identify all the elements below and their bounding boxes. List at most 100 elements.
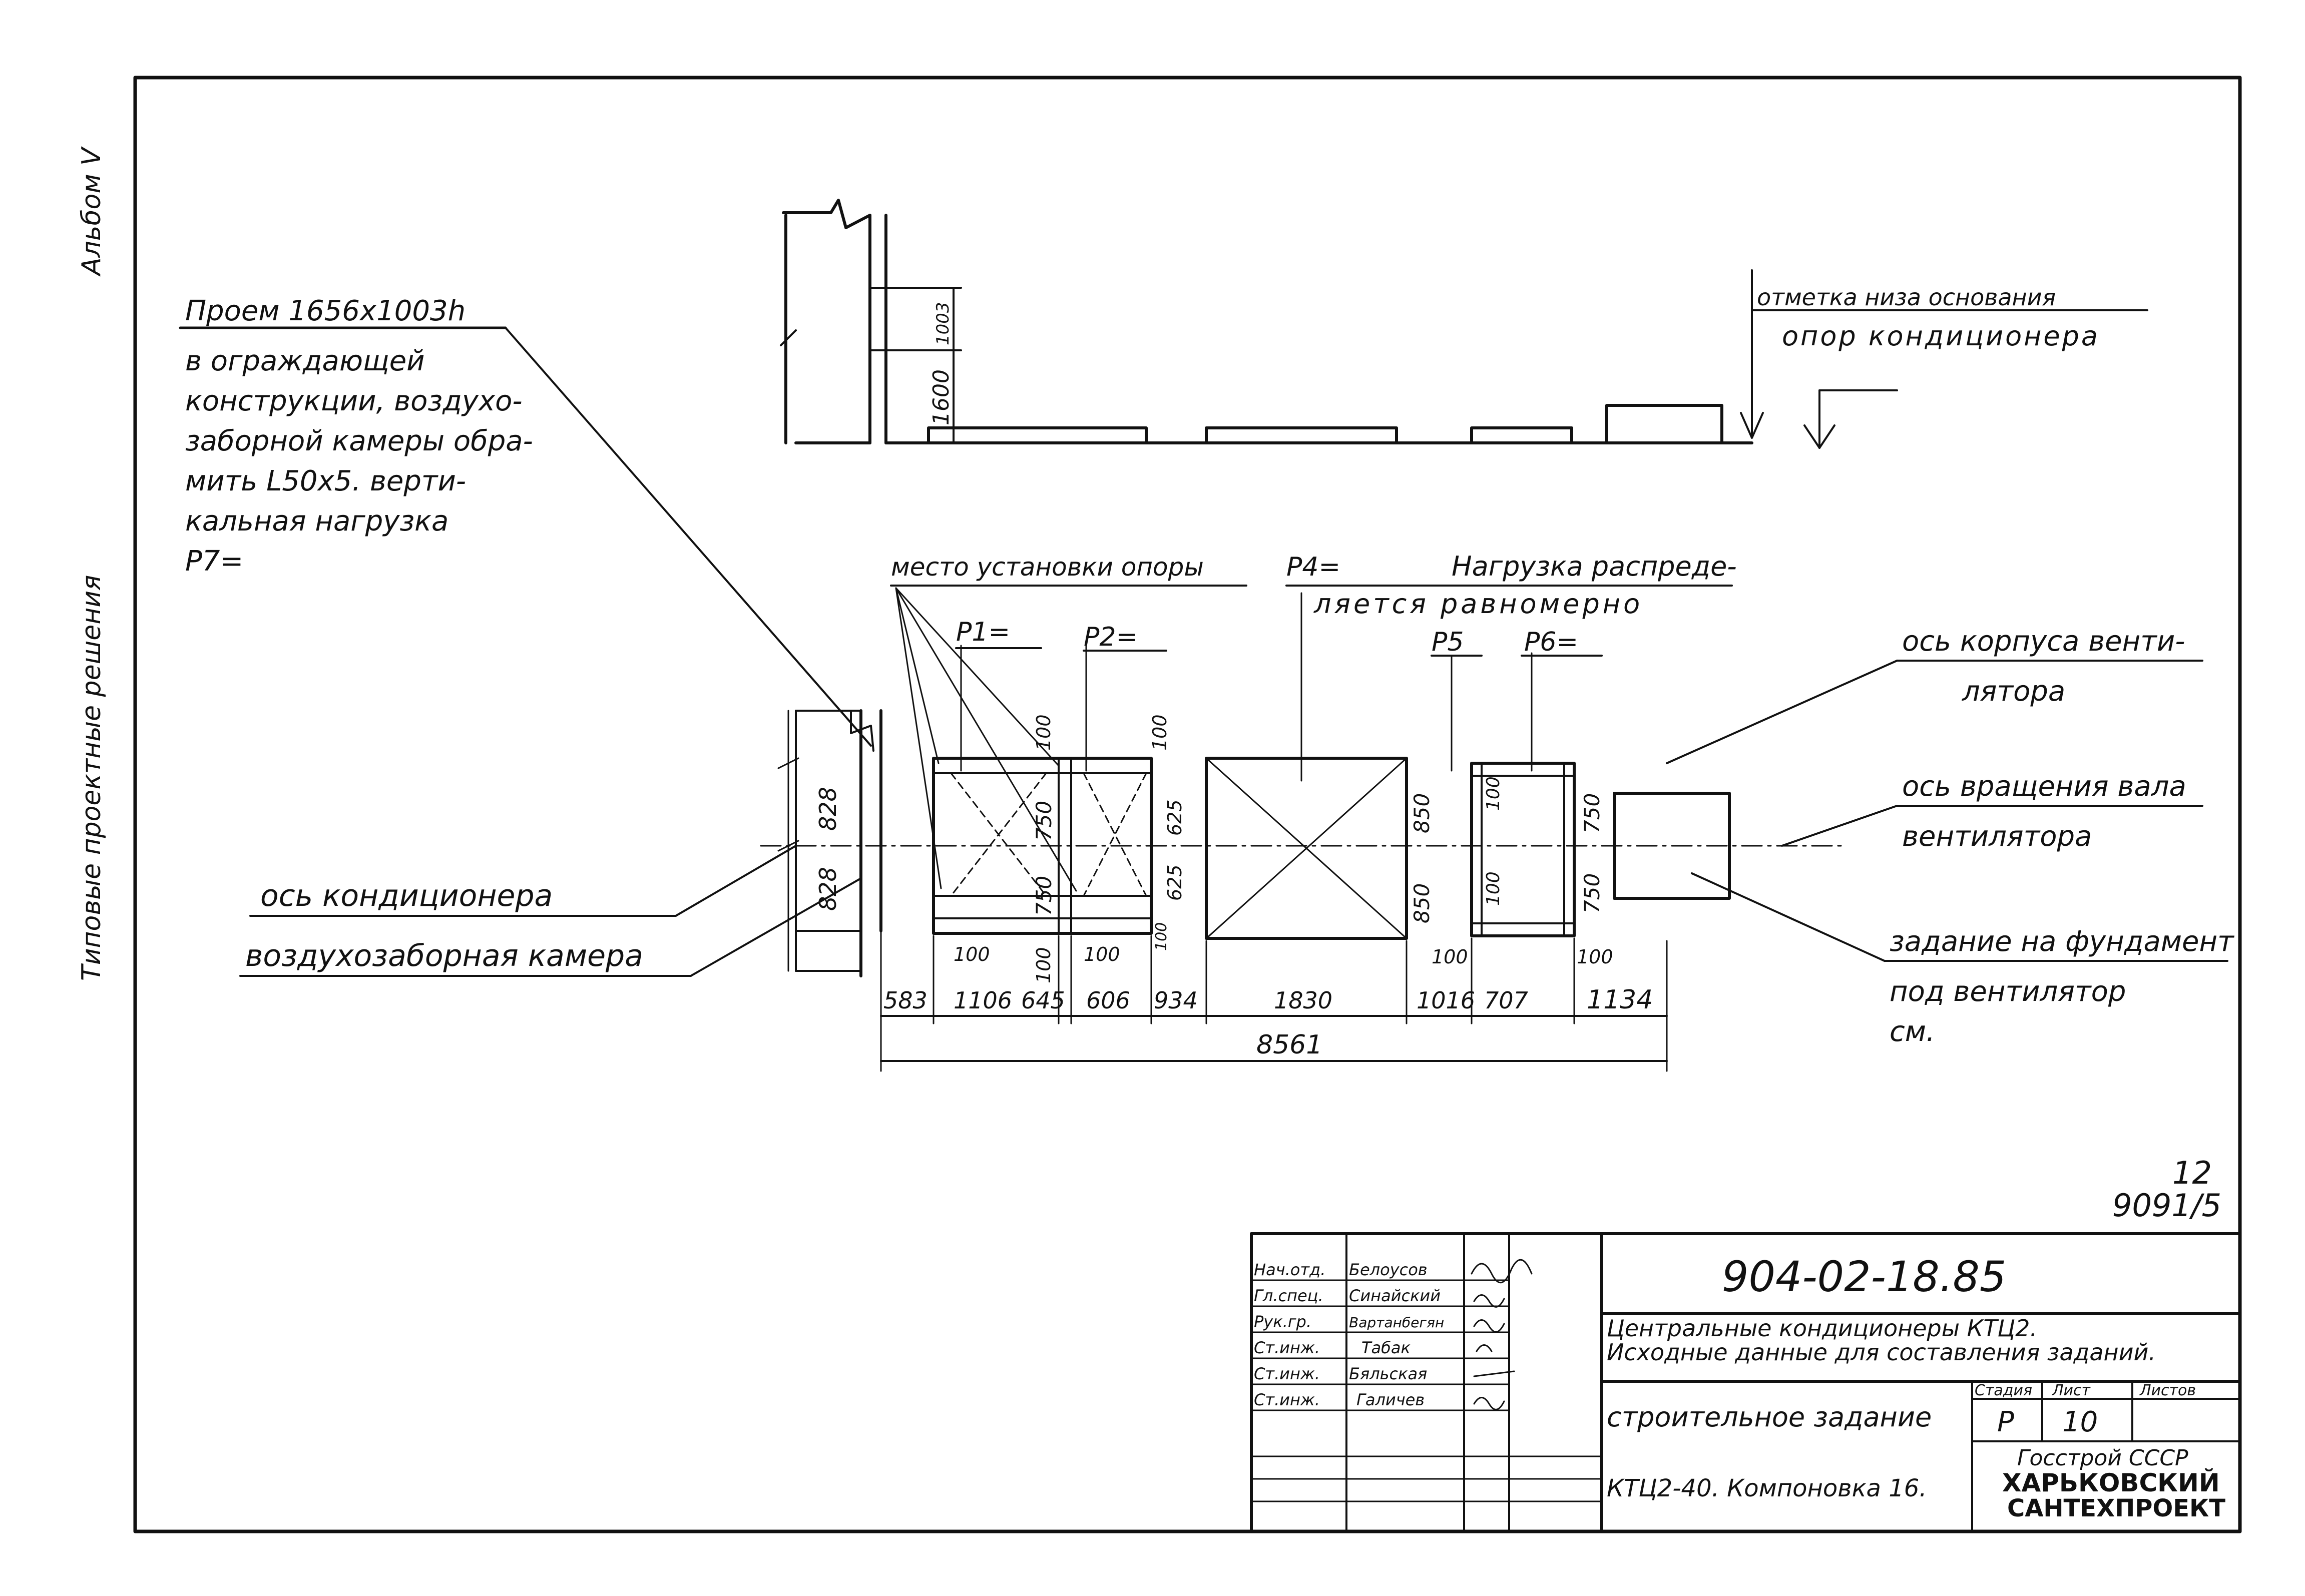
title-line2: Исходные данные для составления заданий.: [1607, 1339, 2156, 1366]
dim-100-c: 100: [954, 943, 990, 965]
shaft-axis-line1: ось вращения вала: [1902, 770, 2186, 803]
dim-100-g: 100: [1483, 776, 1504, 811]
shaft-axis-line2: вентилятора: [1902, 820, 2092, 853]
opening-note-line6: кальная нагрузка: [185, 505, 448, 538]
stage-header: Стадия: [1975, 1382, 2032, 1399]
dim-1003: 1003: [933, 302, 953, 345]
org-line2: ХАРЬКОВСКИЙ: [2002, 1468, 2220, 1497]
dim-750-d: 750: [1580, 873, 1604, 913]
dim-625-b: 625: [1164, 864, 1186, 901]
p5-label: P5: [1432, 627, 1464, 657]
dim-100-j: 100: [1577, 946, 1613, 968]
opening-note-line3: конструкции, воздухо-: [185, 385, 523, 417]
dim-750-c: 750: [1580, 793, 1604, 833]
staff-role: Ст.инж.: [1254, 1390, 1320, 1409]
dim-850-b: 850: [1410, 883, 1434, 923]
opening-note-line4: заборной камеры обра-: [185, 425, 533, 457]
dim-100-i: 100: [1432, 946, 1468, 968]
p1-label: P1=: [956, 617, 1010, 647]
intake-chamber-label: воздухозаборная камера: [245, 938, 643, 973]
dim-100-e: 100: [1084, 943, 1120, 965]
staff-role: Ст.инж.: [1254, 1338, 1320, 1357]
staff-row-lines: [1250, 1279, 1510, 1411]
dim-1600: 1600: [929, 369, 954, 425]
dim-100-a: 100: [1033, 714, 1055, 751]
signatures: [1471, 1259, 1533, 1410]
staff-role: Гл.спец.: [1254, 1286, 1323, 1305]
dim-100-f: 100: [1153, 922, 1170, 951]
chain-dim: 606: [1086, 987, 1130, 1014]
staff-name: Табак: [1361, 1338, 1411, 1357]
title-line1: Центральные кондиционеры КТЦ2.: [1607, 1315, 2037, 1342]
staff-role: Рук.гр.: [1254, 1312, 1311, 1331]
total-dim: 8561: [1256, 1030, 1322, 1060]
foundation-line1: задание на фундамент: [1890, 925, 2234, 958]
dim-850-a: 850: [1410, 793, 1434, 833]
staff-role: Нач.отд.: [1254, 1260, 1325, 1279]
sheet-frame: [133, 76, 2242, 1533]
opening-note-line5: мить L50х5. верти-: [185, 465, 466, 497]
album-label: Альбом V: [77, 146, 107, 277]
fan-axis-leader: [1666, 660, 1898, 764]
series-label: Типовые проектные решения: [77, 575, 107, 981]
dim-100-d: 100: [1033, 947, 1055, 983]
staff-name: Синайский: [1349, 1286, 1441, 1305]
project-code: 904-02-18.85: [1722, 1252, 2006, 1301]
fan-axis-line1: ось корпуса венти-: [1902, 625, 2185, 658]
dim-100-h: 100: [1483, 871, 1504, 906]
conditioner-axis-label: ось кондиционера: [260, 878, 553, 913]
sheet-ref-code: 9091/5: [2112, 1187, 2221, 1224]
org-line3: САНТЕХПРОЕКТ: [2007, 1494, 2225, 1522]
staff-name: Белоусов: [1349, 1260, 1428, 1279]
plan-view: [760, 709, 1843, 1072]
chain-dim: 1016: [1417, 987, 1475, 1014]
chain-dim: 583: [883, 987, 928, 1014]
foundation-line2: под вентилятор: [1890, 975, 2126, 1008]
sheet-value: 10: [2062, 1406, 2098, 1438]
dim-828-bottom: 828: [814, 867, 841, 911]
staff-table: Нач.отд. Белоусов Гл.спец. Синайский Рук…: [1254, 1260, 1444, 1409]
intake-chamber-leader: [690, 877, 862, 977]
support-leaders: [895, 587, 1533, 892]
base-mark-line1: отметка низа основания: [1757, 284, 2056, 311]
elevation-view: [780, 199, 2148, 449]
staff-role: Ст.инж.: [1254, 1364, 1320, 1383]
org-line1: Госстрой СССР: [2017, 1445, 2188, 1471]
shaft-axis-leader: [1781, 805, 1898, 847]
opening-leader: [505, 327, 872, 747]
staff-name: Бяльская: [1349, 1364, 1427, 1383]
sheet-ref-num: 12: [2172, 1155, 2212, 1191]
base-mark-line2: опор кондиционера: [1782, 320, 2100, 352]
p6-label: P6=: [1524, 627, 1578, 657]
chain-dim: 934: [1154, 987, 1198, 1014]
stage-value: Р: [1997, 1406, 2014, 1438]
p4-note-line1: Нагрузка распреде-: [1452, 551, 1737, 582]
chain-dim: 645: [1021, 987, 1065, 1014]
support-place-label: место установки опоры: [891, 553, 1204, 582]
dim-750-b: 750: [1032, 876, 1056, 916]
dim-625-a: 625: [1164, 799, 1186, 836]
dim-750-a: 750: [1032, 801, 1056, 841]
chain-dim: 1134: [1587, 985, 1653, 1015]
conditioner-axis-leader: [675, 845, 797, 917]
foundation-line3: см.: [1890, 1015, 1935, 1048]
fan-axis-line2: лятора: [1962, 675, 2065, 708]
staff-name: Галичев: [1356, 1390, 1425, 1409]
title-block: [1250, 1232, 2241, 1533]
bottom-dimension-chain: 583 1106 645 606 934 1830 1016 707 1134: [883, 985, 1653, 1015]
staff-name: Вартанбегян: [1349, 1314, 1444, 1331]
p4-label: P4=: [1286, 552, 1340, 582]
opening-note-line7: P7=: [185, 545, 243, 578]
chain-dim: 1106: [954, 987, 1012, 1014]
dim-100-b: 100: [1149, 714, 1171, 751]
drawing-label: КТЦ2-40. Компоновка 16.: [1607, 1474, 1927, 1502]
p4-note-line2: ляется равномерно: [1313, 588, 1643, 620]
opening-note-line2: в ограждающей: [185, 345, 425, 377]
sheet-header: Лист: [2052, 1382, 2091, 1399]
sheets-header: Листов: [2139, 1382, 2196, 1399]
opening-note-title: Проем 1656х1003h: [185, 295, 466, 327]
foundation-leader: [1691, 872, 1886, 962]
section-label: строительное задание: [1607, 1401, 1932, 1433]
chain-dim: 1830: [1274, 987, 1332, 1014]
